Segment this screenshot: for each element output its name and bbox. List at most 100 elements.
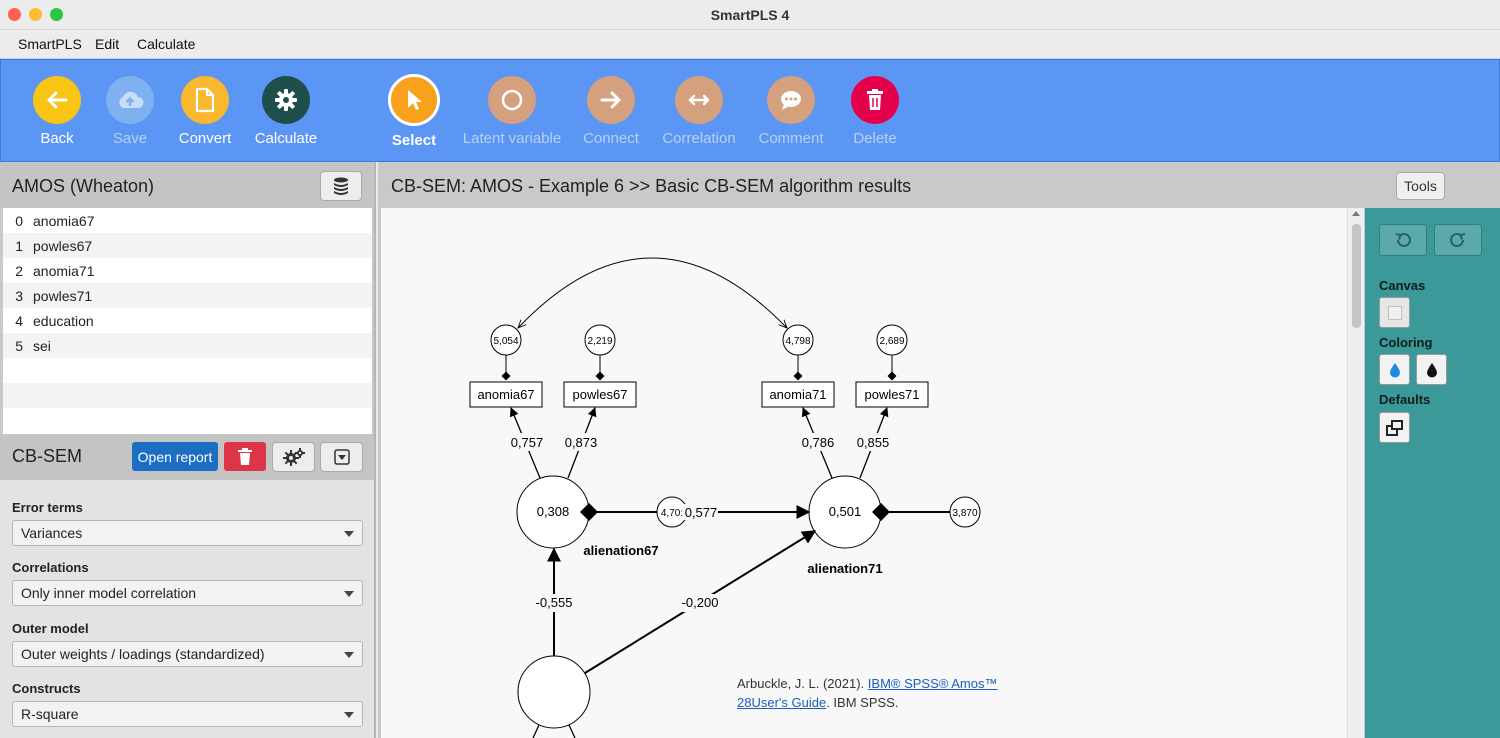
correlations-select[interactable]: Only inner model correlation xyxy=(12,580,363,606)
loading-label: 0,786 xyxy=(802,435,835,450)
back-arrow-icon xyxy=(33,76,81,124)
cbsem-title: CB-SEM xyxy=(12,446,83,466)
menu-calculate[interactable]: Calculate xyxy=(137,36,196,52)
svg-text:alienation71: alienation71 xyxy=(807,561,882,576)
citation-link[interactable]: IBM® SPSS® Amos™ 28User's Guide xyxy=(737,676,998,710)
indicator-node[interactable]: powles71 xyxy=(855,381,929,408)
chevron-down-icon xyxy=(344,531,354,537)
redo-button[interactable] xyxy=(1434,224,1482,256)
constructs-select[interactable]: R-square xyxy=(12,701,363,727)
color-fill-button[interactable] xyxy=(1379,354,1410,385)
model-canvas[interactable]: 5,054 2,219 4,798 2,689 anomia67 powles6… xyxy=(381,208,1347,738)
droplet-icon xyxy=(1389,362,1400,377)
error-covariance-arc[interactable] xyxy=(518,257,787,328)
citation-comment: Arbuckle, J. L. (2021). IBM® SPSS® Amos™… xyxy=(737,676,998,710)
trash-icon xyxy=(238,447,252,465)
square-icon xyxy=(1387,305,1402,320)
error-term-node[interactable]: 4,798 xyxy=(782,324,814,356)
correlation-tool-button[interactable]: Correlation xyxy=(649,76,749,147)
convert-button[interactable]: Convert xyxy=(155,76,255,147)
open-report-button[interactable]: Open report xyxy=(132,442,218,471)
empty-row xyxy=(3,383,372,408)
gear-icon xyxy=(262,76,310,124)
document-icon xyxy=(181,76,229,124)
outer-model-select[interactable]: Outer weights / loadings (standardized) xyxy=(12,641,363,667)
path-coefficient-label: 0,577 xyxy=(685,505,718,520)
chevron-down-icon xyxy=(344,652,354,658)
undo-icon xyxy=(1395,232,1411,247)
collapse-button[interactable] xyxy=(320,442,363,472)
maximize-window-button[interactable] xyxy=(50,8,63,21)
color-line-button[interactable] xyxy=(1416,354,1447,385)
error-term-node[interactable]: 2,689 xyxy=(876,324,908,356)
title-bar: SmartPLS 4 xyxy=(0,0,1500,30)
delete-tool-button[interactable]: Delete xyxy=(825,76,925,147)
error-term-node[interactable]: 5,054 xyxy=(490,324,522,356)
delete-analysis-button[interactable] xyxy=(224,442,266,471)
error-term-node[interactable]: 2,219 xyxy=(584,324,616,356)
circle-icon xyxy=(488,76,536,124)
error-terms-select[interactable]: Variances xyxy=(12,520,363,546)
svg-text:0,308: 0,308 xyxy=(537,504,570,519)
comment-tool-button[interactable]: Comment xyxy=(741,76,841,147)
chevron-down-icon xyxy=(344,712,354,718)
indicator-node[interactable]: anomia67 xyxy=(469,381,543,408)
svg-text:5,054: 5,054 xyxy=(493,336,518,347)
undo-button[interactable] xyxy=(1379,224,1427,256)
vertical-scrollbar[interactable] xyxy=(1347,208,1364,738)
database-button[interactable] xyxy=(320,171,362,201)
error-terms-label: Error terms xyxy=(12,500,83,515)
scroll-up-icon[interactable] xyxy=(1352,211,1360,216)
indicator-node[interactable]: anomia71 xyxy=(761,381,835,408)
tools-button[interactable]: Tools xyxy=(1396,172,1445,200)
construct-ses[interactable] xyxy=(517,655,591,729)
defaults-button[interactable] xyxy=(1379,412,1410,443)
menu-edit[interactable]: Edit xyxy=(95,36,120,52)
cursor-pointer-icon xyxy=(388,74,440,126)
outer-model-label: Outer model xyxy=(12,621,89,636)
coloring-label: Coloring xyxy=(1379,335,1433,350)
page-title: CB-SEM: AMOS - Example 6 >> Basic CB-SEM… xyxy=(391,176,912,196)
main-panel: CB-SEM: AMOS - Example 6 >> Basic CB-SEM… xyxy=(378,162,1500,738)
cloud-upload-icon xyxy=(106,76,154,124)
defaults-label: Defaults xyxy=(1379,392,1431,407)
path-model-diagram: 5,054 2,219 4,798 2,689 anomia67 powles6… xyxy=(469,257,981,738)
loading-label: 0,757 xyxy=(511,435,544,450)
double-arrow-icon xyxy=(675,76,723,124)
latent-variable-tool-button[interactable]: Latent variable xyxy=(462,76,562,147)
minimize-window-button[interactable] xyxy=(29,8,42,21)
menu-bar: SmartPLS Edit Calculate xyxy=(0,30,1500,59)
app-title: SmartPLS 4 xyxy=(710,7,790,23)
residual-node[interactable]: 3,870 xyxy=(949,496,981,528)
loading-label: 0,873 xyxy=(565,435,598,450)
connect-tool-button[interactable]: Connect xyxy=(561,76,661,147)
droplet-icon xyxy=(1426,362,1437,377)
residual-node[interactable]: 4,70: xyxy=(656,496,688,528)
cbsem-header: CB-SEM Open report xyxy=(0,434,374,480)
svg-text:anomia71: anomia71 xyxy=(769,387,826,402)
scrollbar-thumb[interactable] xyxy=(1352,224,1361,328)
chevron-down-icon xyxy=(344,591,354,597)
menu-smartpls[interactable]: SmartPLS xyxy=(18,36,82,52)
svg-text:2,219: 2,219 xyxy=(587,336,612,347)
canvas-background-button[interactable] xyxy=(1379,297,1410,328)
select-tool-button[interactable]: Select xyxy=(364,74,464,149)
close-window-button[interactable] xyxy=(8,8,21,21)
svg-text:4,70:: 4,70: xyxy=(661,508,683,519)
calculate-button[interactable]: Calculate xyxy=(236,76,336,147)
constructs-label: Constructs xyxy=(12,681,81,696)
settings-button[interactable] xyxy=(272,442,315,472)
save-button[interactable]: Save xyxy=(80,76,180,147)
arrow-right-icon xyxy=(587,76,635,124)
gears-icon xyxy=(282,448,305,466)
back-button[interactable]: Back xyxy=(7,76,107,147)
indicator-node[interactable]: powles67 xyxy=(563,381,637,408)
